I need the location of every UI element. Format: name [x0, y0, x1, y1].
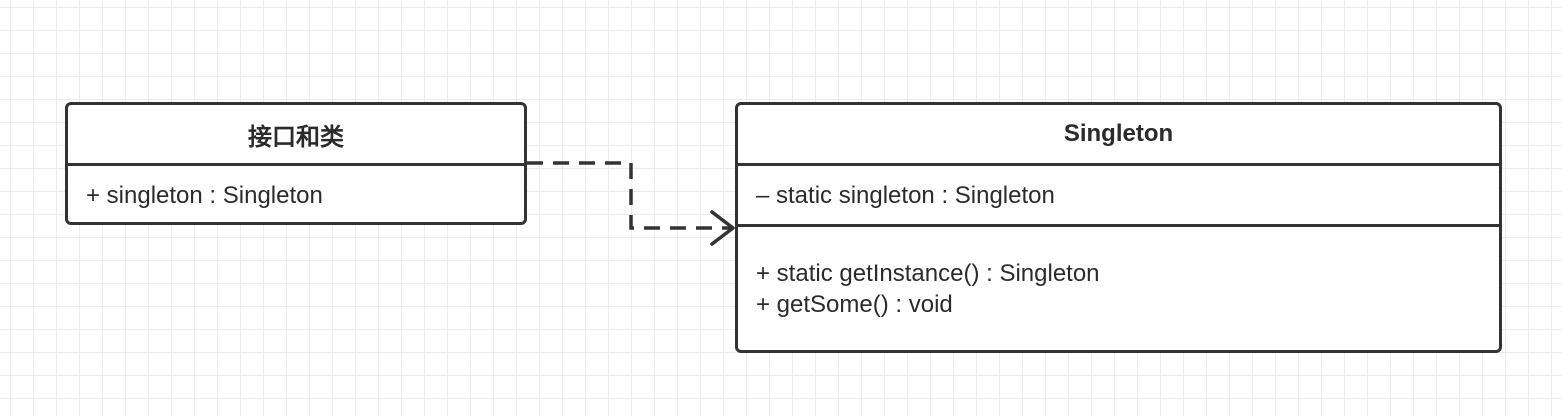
uml-class-box-interface-and-class[interactable]: 接口和类 + singleton : Singleton: [65, 102, 527, 225]
operations-section: + static getInstance() : Singleton + get…: [738, 227, 1499, 320]
uml-class-box-singleton[interactable]: Singleton – static singleton : Singleton…: [735, 102, 1502, 353]
attribute: – static singleton : Singleton: [756, 182, 1055, 209]
open-arrowhead-icon: [710, 210, 735, 246]
class-name: 接口和类: [68, 105, 524, 166]
class-name: Singleton: [738, 105, 1499, 166]
operation: + static getInstance() : Singleton: [756, 260, 1100, 287]
attributes-section: + singleton : Singleton: [68, 166, 524, 211]
operation: + getSome() : void: [756, 291, 953, 318]
attribute: + singleton : Singleton: [86, 182, 323, 209]
dependency-line: [527, 161, 733, 230]
attributes-section: – static singleton : Singleton: [738, 166, 1499, 227]
